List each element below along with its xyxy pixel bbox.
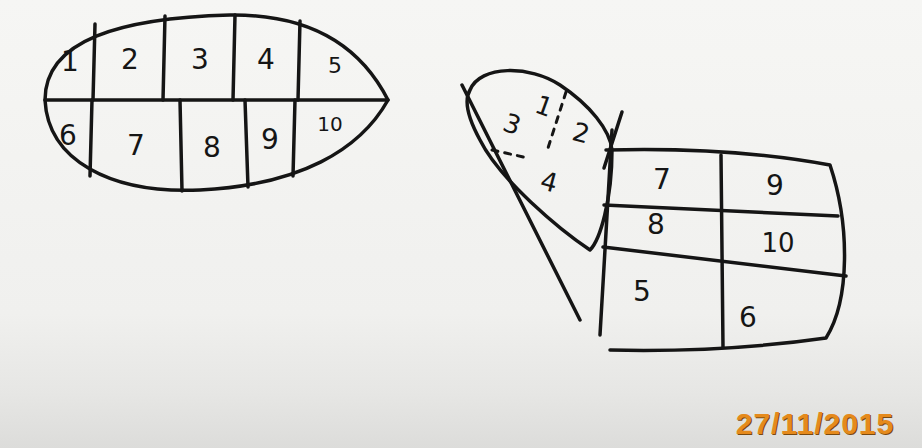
date-stamp: 27/11/2015	[736, 409, 895, 439]
divider-line	[293, 100, 295, 176]
cell-number: 6	[59, 122, 77, 150]
cell-number: 7	[653, 166, 671, 194]
divider-line	[180, 100, 182, 191]
leaf-outline	[45, 15, 388, 190]
divider-line	[93, 24, 95, 100]
slant-line	[462, 85, 580, 320]
cell-number: 1	[532, 91, 556, 121]
divider-line	[233, 15, 235, 100]
cell-number: 8	[203, 134, 221, 162]
cell-number: 9	[261, 126, 279, 154]
cell-number: 5	[328, 55, 342, 77]
dashed-divider	[492, 150, 528, 158]
divider-line	[603, 247, 846, 276]
body-edge	[600, 130, 612, 335]
cell-number: 9	[766, 172, 784, 200]
cell-number: 3	[191, 46, 209, 74]
divider-line	[163, 16, 165, 100]
cell-number: 4	[257, 46, 275, 74]
divider-line	[90, 100, 92, 176]
cell-number: 4	[538, 167, 561, 196]
divider-line	[721, 155, 723, 347]
cell-number: 6	[739, 304, 757, 332]
cell-number: 3	[500, 109, 524, 139]
wing-outline	[467, 71, 612, 250]
cell-number: 7	[127, 132, 145, 160]
divider-line	[245, 100, 248, 187]
cell-number: 2	[121, 46, 139, 74]
divider-line	[45, 98, 388, 102]
cell-number: 2	[570, 118, 593, 147]
cell-number: 5	[633, 278, 651, 306]
cell-number: 1	[61, 48, 79, 76]
cell-number: 10	[761, 230, 794, 256]
cell-number: 10	[317, 114, 342, 134]
cell-number: 8	[647, 211, 665, 239]
divider-line	[298, 21, 300, 100]
